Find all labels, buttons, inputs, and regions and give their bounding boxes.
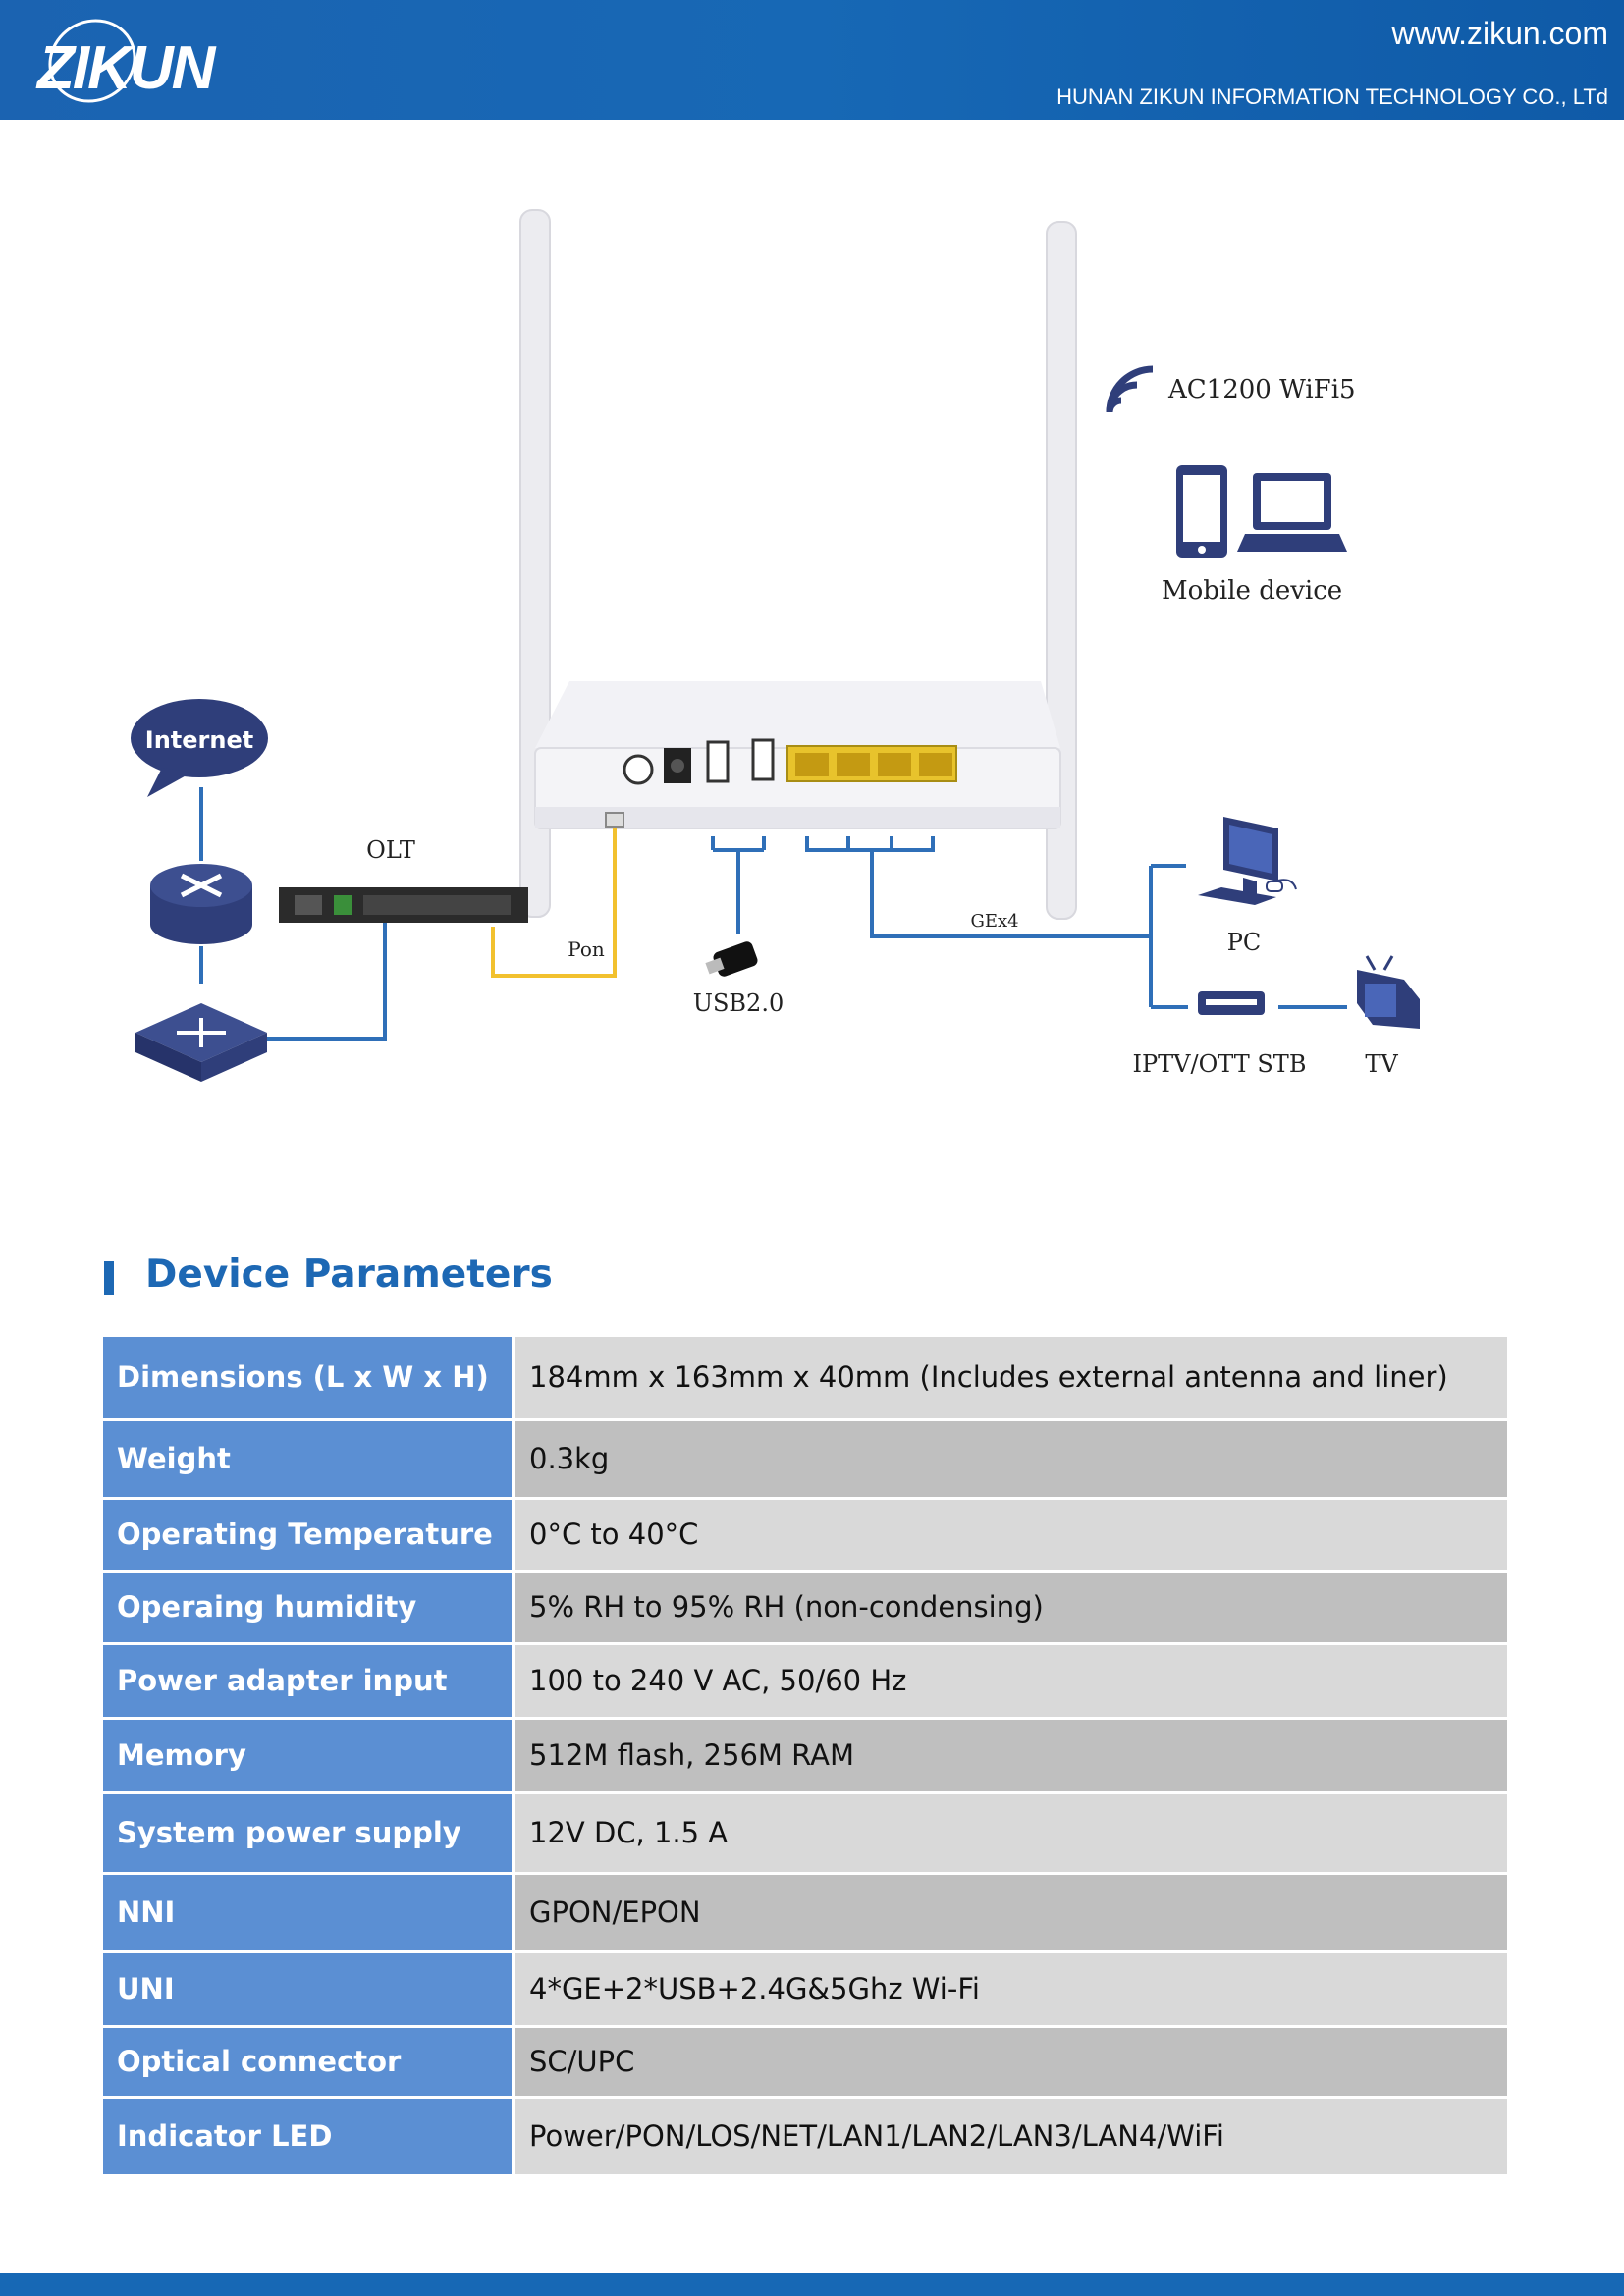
- wifi-icon: [1106, 365, 1154, 413]
- link-switch-olt: [267, 923, 387, 1041]
- param-name: NNI: [103, 1873, 515, 1953]
- pon-port: [605, 812, 624, 828]
- param-value: SC/UPC: [514, 2026, 1507, 2099]
- zikun-logo: ZIKUN: [35, 19, 219, 103]
- param-value: 184mm x 163mm x 40mm (Includes external …: [514, 1337, 1507, 1421]
- param-name: UNI: [103, 1951, 515, 2028]
- param-name: Operaing humidity: [103, 1571, 515, 1645]
- param-name: Indicator LED: [103, 2097, 515, 2177]
- stb-icon: [1198, 991, 1265, 1015]
- param-value: 0°C to 40°C: [514, 1498, 1507, 1573]
- param-value: Power/PON/LOS/NET/LAN1/LAN2/LAN3/LAN4/Wi…: [514, 2097, 1507, 2177]
- param-name: Dimensions (L x W x H): [103, 1337, 515, 1421]
- pc-icon: [1198, 817, 1297, 905]
- stb-label: IPTV/OTT STB: [1133, 1050, 1307, 1078]
- pc-label: PC: [1227, 929, 1262, 956]
- network-diagram: AC1200 WiFi5 Mobile device Internet: [131, 209, 1420, 1082]
- link-lan-bar: [805, 836, 935, 852]
- wifi-label: AC1200 WiFi5: [1167, 375, 1356, 404]
- tv-label: TV: [1365, 1050, 1398, 1078]
- internet-cloud-icon: [131, 699, 268, 797]
- section-accent-bar: [104, 1261, 114, 1295]
- footer-bar: [0, 2273, 1624, 2296]
- olt-label: OLT: [366, 836, 415, 864]
- param-name: Operating Temperature: [103, 1498, 515, 1573]
- param-name: Optical connector: [103, 2026, 515, 2099]
- device-parameters-table: Dimensions (L x W x H)184mm x 163mm x 40…: [103, 1337, 1507, 2177]
- param-name: Memory: [103, 1718, 515, 1794]
- mobile-phone-icon: [1176, 465, 1227, 558]
- param-value: 4*GE+2*USB+2.4G&5Ghz Wi-Fi: [514, 1951, 1507, 2028]
- router-body: [535, 681, 1060, 748]
- svg-text:ZIKUN: ZIKUN: [35, 34, 217, 102]
- internet-label: Internet: [145, 726, 253, 754]
- param-value: 12V DC, 1.5 A: [514, 1792, 1507, 1875]
- page-header: ZIKUN www.zikun.com HUNAN ZIKUN INFORMAT…: [0, 0, 1624, 120]
- tv-icon: [1357, 955, 1420, 1029]
- core-router-icon: [150, 864, 252, 944]
- usb-dongle-icon: [705, 941, 758, 977]
- mobile-device-label: Mobile device: [1162, 576, 1342, 606]
- usb-port-1: [706, 740, 730, 783]
- link-gex4: [870, 850, 1151, 938]
- section-title: Device Parameters: [145, 1253, 553, 1297]
- param-name: Weight: [103, 1419, 515, 1500]
- usb-port-2: [751, 738, 775, 781]
- param-value: 5% RH to 95% RH (non-condensing): [514, 1571, 1507, 1645]
- param-value: 0.3kg: [514, 1419, 1507, 1500]
- switch-icon: [135, 1003, 267, 1082]
- power-button: [623, 754, 654, 785]
- param-value: 512M flash, 256M RAM: [514, 1718, 1507, 1794]
- usb-label: USB2.0: [693, 989, 784, 1017]
- param-value: 100 to 240 V AC, 50/60 Hz: [514, 1643, 1507, 1720]
- website-url[interactable]: www.zikun.com: [1391, 16, 1609, 51]
- company-name: HUNAN ZIKUN INFORMATION TECHNOLOGY CO., …: [1056, 84, 1608, 109]
- pon-label: Pon: [568, 937, 605, 961]
- olt-device-icon: [279, 887, 528, 923]
- param-name: System power supply: [103, 1792, 515, 1875]
- param-name: Power adapter input: [103, 1643, 515, 1720]
- param-value: GPON/EPON: [514, 1873, 1507, 1953]
- gex4-label: GEx4: [970, 911, 1018, 932]
- param-row: Dimensions (L x W x H)184mm x 163mm x 40…: [103, 1337, 1507, 1421]
- link-pon: [491, 828, 617, 978]
- laptop-icon: [1237, 473, 1347, 552]
